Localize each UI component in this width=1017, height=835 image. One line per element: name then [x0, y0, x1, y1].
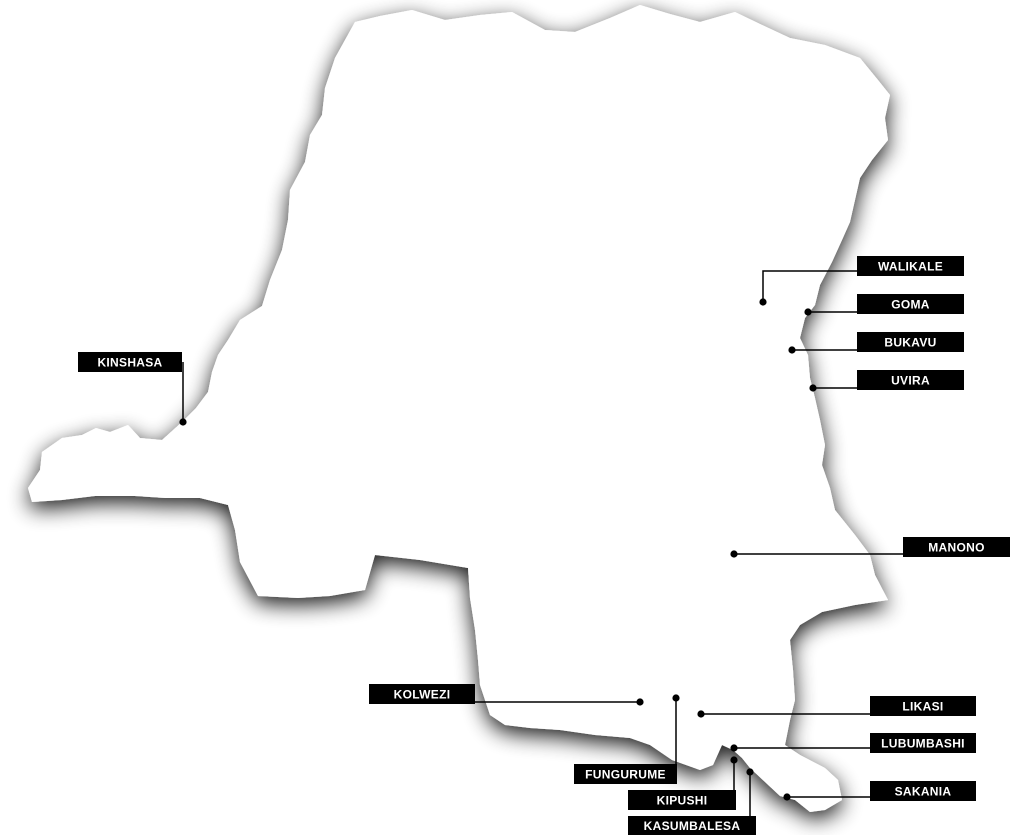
city-marker-uvira: UVIRA	[809, 370, 964, 392]
city-dot-goma	[804, 308, 812, 316]
city-marker-likasi: LIKASI	[697, 696, 976, 718]
country-outline	[28, 5, 890, 812]
city-label-box-bukavu	[857, 332, 964, 352]
city-label-box-kinshasa	[78, 352, 182, 372]
city-dot-lubumbashi	[730, 744, 738, 752]
city-label-sakania: SAKANIA	[895, 785, 952, 799]
city-marker-kinshasa: KINSHASA	[78, 352, 187, 426]
city-marker-kolwezi: KOLWEZI	[369, 684, 644, 706]
city-label-box-sakania	[870, 781, 976, 801]
city-label-uvira: UVIRA	[891, 374, 930, 388]
city-label-box-likasi	[870, 696, 976, 716]
city-label-box-uvira	[857, 370, 964, 390]
city-marker-lubumbashi: LUBUMBASHI	[730, 733, 976, 753]
city-label-box-walikale	[857, 256, 964, 276]
city-label-box-kolwezi	[369, 684, 475, 704]
leader-line-walikale	[762, 270, 857, 302]
city-label-box-kasumbalesa	[628, 816, 756, 835]
city-label-walikale: WALIKALE	[878, 260, 943, 274]
city-label-fungurume: FUNGURUME	[585, 768, 666, 782]
city-label-box-lubumbashi	[870, 733, 976, 753]
city-dot-bukavu	[788, 346, 796, 354]
city-marker-manono: MANONO	[730, 537, 1010, 558]
city-label-kipushi: KIPUSHI	[657, 794, 708, 808]
city-dot-walikale	[759, 298, 767, 306]
city-marker-bukavu: BUKAVU	[788, 332, 964, 354]
city-dot-kipushi	[730, 756, 738, 764]
city-label-goma: GOMA	[891, 298, 930, 312]
city-label-bukavu: BUKAVU	[884, 336, 936, 350]
city-annotations: KINSHASA WALIKALE GOMA BUKAVU UVIRA MANONO KOL…	[78, 256, 1010, 835]
city-label-kinshasa: KINSHASA	[97, 356, 162, 370]
city-label-likasi: LIKASI	[902, 700, 943, 714]
city-label-box-fungurume	[574, 764, 677, 784]
city-label-box-kipushi	[628, 790, 736, 810]
city-marker-goma: GOMA	[804, 294, 964, 316]
city-marker-kipushi: KIPUSHI	[628, 756, 738, 810]
city-dot-uvira	[809, 384, 817, 392]
city-label-manono: MANONO	[928, 541, 984, 555]
city-marker-walikale: WALIKALE	[759, 256, 964, 306]
city-dot-kinshasa	[179, 418, 187, 426]
city-label-lubumbashi: LUBUMBASHI	[881, 737, 965, 751]
city-marker-sakania: SAKANIA	[783, 781, 976, 801]
city-dot-kolwezi	[636, 698, 644, 706]
city-label-kasumbalesa: KASUMBALESA	[644, 819, 741, 833]
city-dot-likasi	[697, 710, 705, 718]
city-marker-fungurume: FUNGURUME	[574, 694, 680, 784]
city-dot-sakania	[783, 793, 791, 801]
city-marker-kasumbalesa: KASUMBALESA	[628, 768, 756, 835]
city-dot-fungurume	[672, 694, 680, 702]
city-label-kolwezi: KOLWEZI	[394, 688, 451, 702]
city-label-box-goma	[857, 294, 964, 314]
city-dot-manono	[730, 550, 738, 558]
city-label-box-manono	[903, 537, 1010, 557]
city-dot-kasumbalesa	[746, 768, 754, 776]
